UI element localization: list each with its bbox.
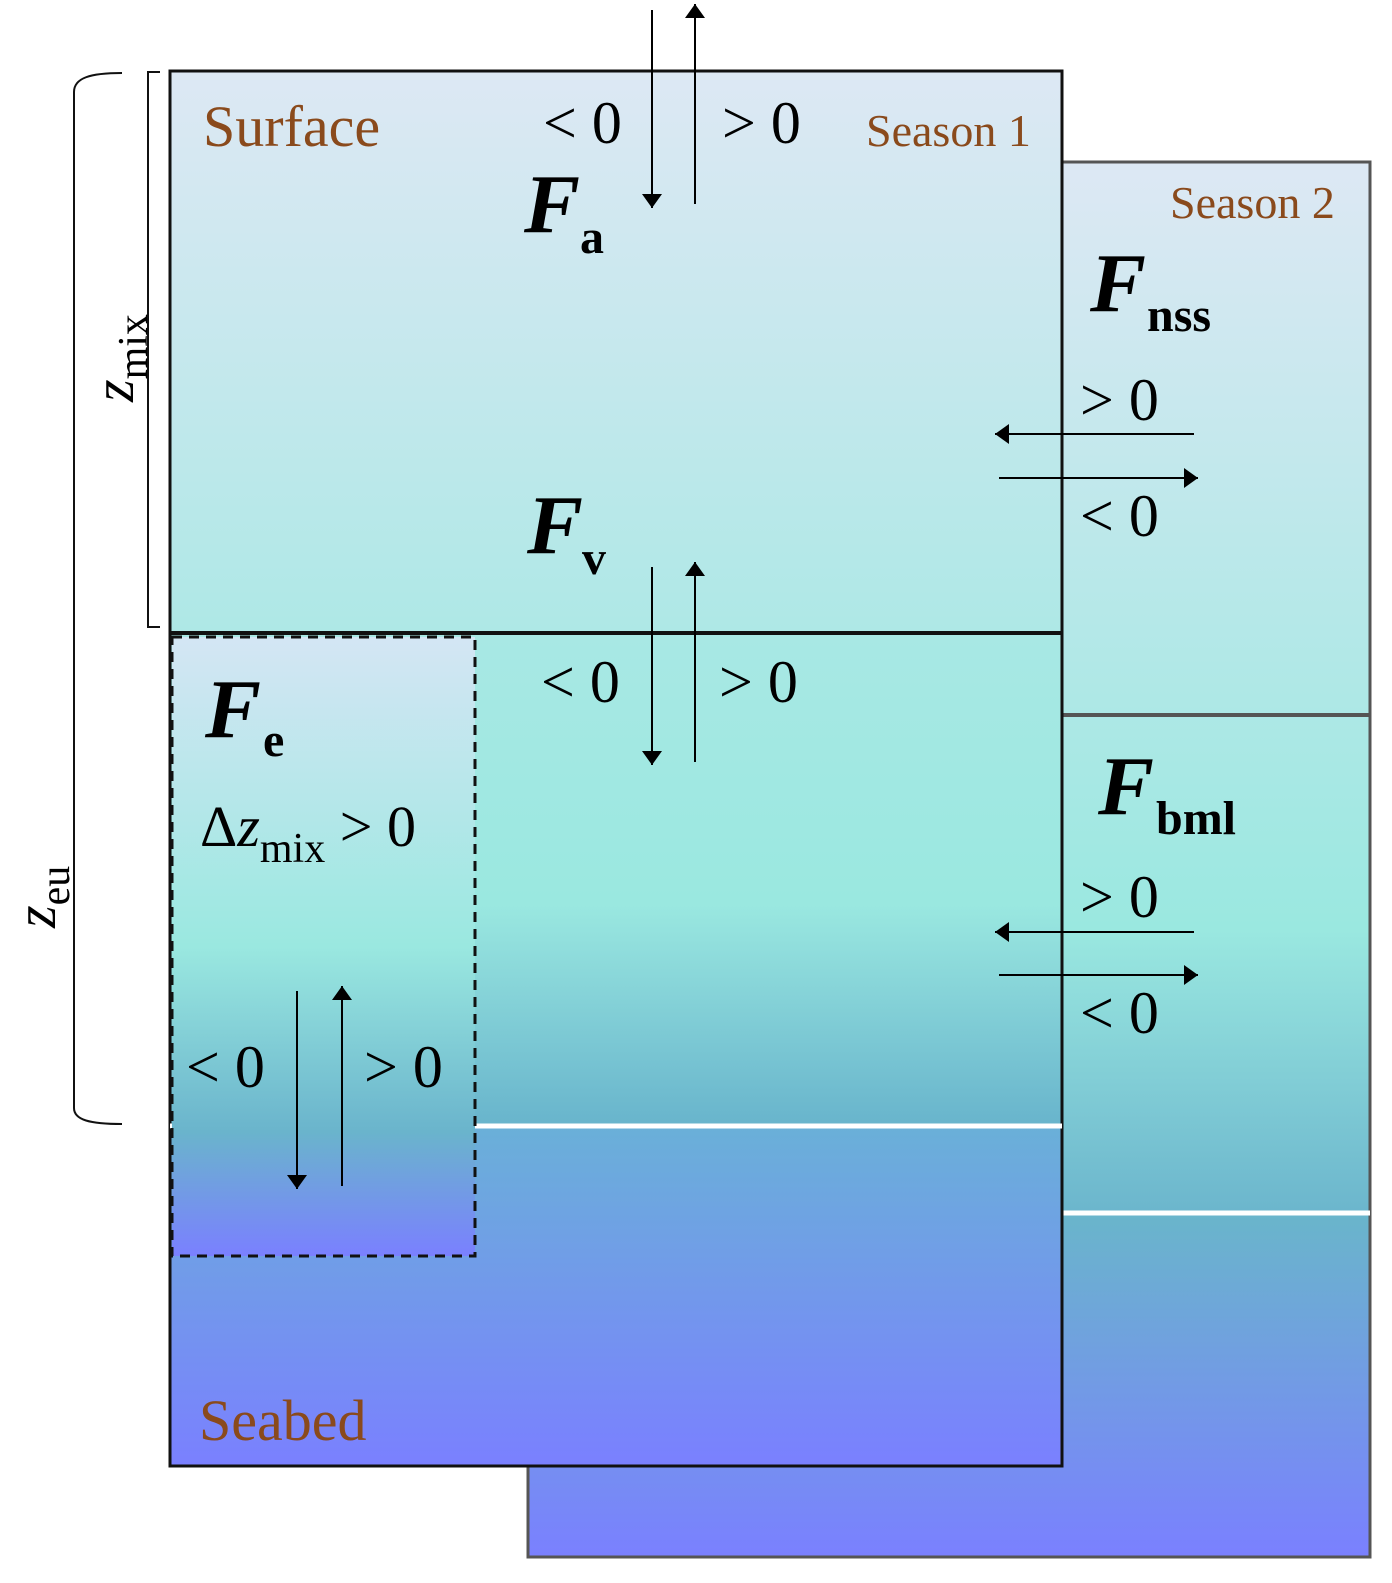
fa-subscript: a: [580, 211, 604, 264]
fnss-positive-sign: > 0: [1080, 367, 1159, 433]
fnss-symbol: F: [1089, 237, 1146, 330]
fa-symbol: F: [523, 158, 580, 251]
zeu-label: zeu: [3, 866, 79, 929]
fbml-negative-sign: < 0: [1080, 980, 1159, 1046]
fbml-positive-sign: > 0: [1080, 864, 1159, 930]
fe-positive-sign: > 0: [364, 1034, 443, 1100]
seabed-label: Seabed: [199, 1388, 367, 1453]
vertical-diffusion-flux: F v < 0 > 0: [526, 479, 798, 765]
fa-positive-sign: > 0: [722, 90, 801, 156]
fv-subscript: v: [582, 532, 606, 585]
fe-symbol: F: [204, 663, 261, 756]
delta-zmix-condition: Δzmix > 0: [200, 794, 416, 872]
fv-positive-sign: > 0: [719, 649, 798, 715]
surface-label: Surface: [203, 94, 380, 159]
fbml-symbol: F: [1097, 740, 1154, 833]
air-sea-flux: < 0 > 0 F a: [523, 4, 801, 264]
fv-negative-sign: < 0: [541, 649, 620, 715]
entrainment-flux: F e Δzmix > 0 < 0 > 0: [186, 663, 443, 1189]
season1-label: Season 1: [866, 105, 1031, 156]
fe-subscript: e: [263, 714, 284, 767]
fa-negative-sign: < 0: [543, 90, 622, 156]
zmix-label: zmix: [81, 314, 157, 403]
entrainment-box: [170, 635, 477, 1258]
fnss-negative-sign: < 0: [1080, 483, 1159, 549]
base-mixed-layer-flux: F bml > 0 < 0: [995, 740, 1236, 1046]
zeu-bracket: [73, 72, 123, 1125]
fbml-subscript: bml: [1156, 792, 1236, 845]
fv-symbol: F: [526, 479, 583, 572]
season2-label: Season 2: [1170, 177, 1335, 228]
zmix-bracket: [147, 71, 160, 628]
fnss-subscript: nss: [1147, 289, 1211, 342]
fe-negative-sign: < 0: [186, 1034, 265, 1100]
non-steady-state-flux: F nss > 0 < 0: [995, 237, 1211, 549]
